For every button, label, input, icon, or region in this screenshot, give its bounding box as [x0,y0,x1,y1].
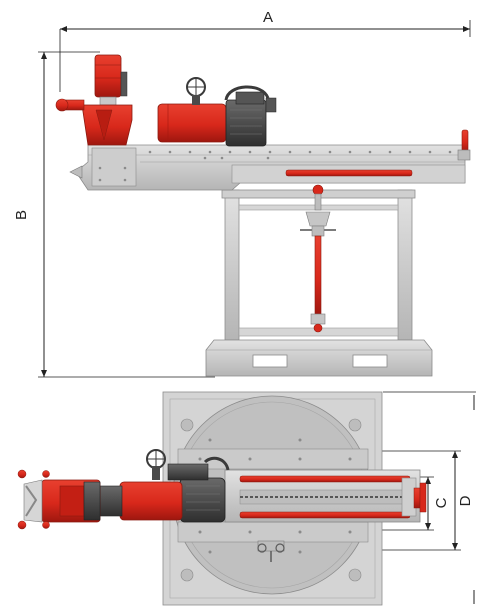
dimension-b-label: B [13,210,30,220]
dimension-c-label: C [433,497,450,508]
base-skid [205,339,433,377]
end-lever [457,129,471,161]
dimension-a: A [59,9,471,92]
dimension-b: B [13,51,215,378]
drive-motor-plan [99,449,230,523]
drive-motor [157,77,277,147]
corner-pads [180,418,362,582]
rotation-unit-plan [17,469,101,530]
dimension-d-label: D [457,495,474,506]
side-elevation-view [55,54,471,377]
feed-beam [69,144,466,191]
rotation-unit [55,54,133,146]
top-plan-view [17,391,427,606]
feed-end-cap [413,482,427,513]
feed-beam-plan [224,469,421,523]
hydraulic-prop [300,184,336,333]
plan-clamp [257,540,285,562]
dimension-d: D [368,450,474,551]
dimension-a-label: A [263,9,273,26]
